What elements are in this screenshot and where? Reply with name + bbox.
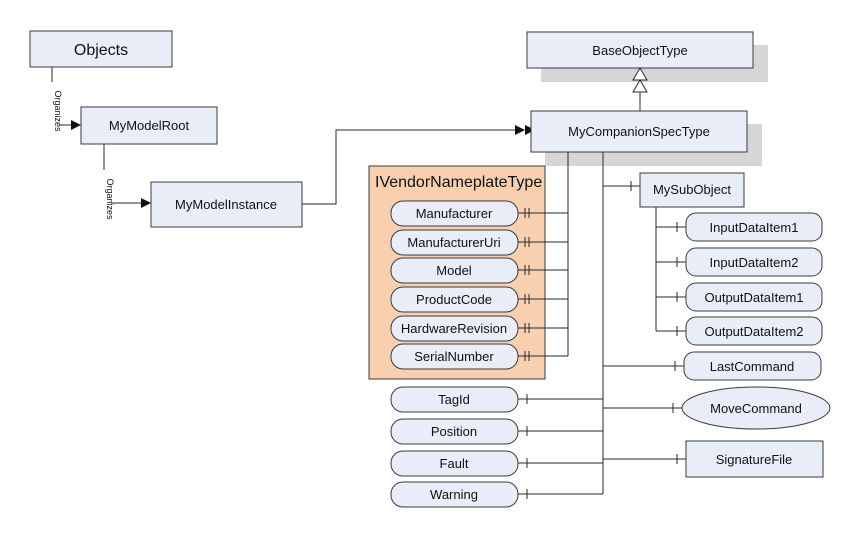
- tag-id-label: TagId: [438, 392, 470, 407]
- my-model-root-label: MyModelRoot: [109, 118, 190, 133]
- input-data-item-1-label: InputDataItem1: [710, 220, 799, 235]
- variable-last-command[interactable]: LastCommand: [683, 351, 822, 381]
- variable-input-data-item-2[interactable]: InputDataItem2: [685, 247, 823, 277]
- objects-label: Objects: [74, 42, 128, 59]
- property-manufacturer[interactable]: Manufacturer: [390, 200, 519, 227]
- base-object-type-label: BaseObjectType: [592, 43, 687, 58]
- property-fault[interactable]: Fault: [390, 450, 519, 477]
- my-companion-spec-type-label: MyCompanionSpecType: [568, 124, 710, 139]
- method-move-command[interactable]: MoveCommand: [681, 386, 831, 430]
- signature-file-label: SignatureFile: [716, 452, 793, 467]
- last-command-label: LastCommand: [710, 359, 795, 374]
- variable-output-data-item-2[interactable]: OutputDataItem2: [685, 316, 823, 346]
- variable-output-data-item-1[interactable]: OutputDataItem1: [685, 282, 823, 312]
- objects-node[interactable]: Objects: [29, 30, 173, 68]
- subtype-connector: [632, 67, 648, 111]
- property-model[interactable]: Model: [390, 257, 519, 284]
- warning-label: Warning: [430, 487, 478, 502]
- my-sub-object-label: MySubObject: [653, 182, 731, 197]
- base-object-type-node[interactable]: BaseObjectType: [526, 31, 768, 82]
- property-product-code[interactable]: ProductCode: [390, 286, 519, 313]
- property-manufacturer-uri[interactable]: ManufacturerUri: [390, 229, 519, 256]
- property-position[interactable]: Position: [390, 418, 519, 445]
- property-warning[interactable]: Warning: [390, 481, 519, 508]
- property-serial-number[interactable]: SerialNumber: [390, 343, 519, 370]
- move-command-label: MoveCommand: [710, 401, 802, 416]
- object-signature-file[interactable]: SignatureFile: [685, 440, 824, 478]
- my-sub-object-node[interactable]: MySubObject: [639, 172, 745, 208]
- model-label: Model: [436, 263, 472, 278]
- fault-label: Fault: [440, 456, 469, 471]
- organizes-connector-2: Organizes: [97, 144, 151, 228]
- variable-input-data-item-1[interactable]: InputDataItem1: [685, 212, 823, 242]
- property-tag-id[interactable]: TagId: [390, 386, 519, 413]
- manufacturer-uri-label: ManufacturerUri: [407, 235, 500, 250]
- manufacturer-label: Manufacturer: [416, 206, 493, 221]
- position-label: Position: [431, 424, 477, 439]
- my-model-instance-node[interactable]: MyModelInstance: [150, 181, 303, 228]
- my-model-instance-label: MyModelInstance: [175, 197, 277, 212]
- interface-property-connectors: [518, 152, 569, 361]
- serial-number-label: SerialNumber: [414, 349, 494, 364]
- sub-object-connectors: [655, 207, 686, 336]
- interface-title: IVendorNameplateType: [375, 174, 542, 191]
- main-component-connectors: [518, 152, 686, 499]
- output-data-item-2-label: OutputDataItem2: [705, 324, 804, 339]
- output-data-item-1-label: OutputDataItem1: [705, 290, 804, 305]
- my-model-root-node[interactable]: MyModelRoot: [80, 106, 218, 145]
- organizes-label-2: Organizes: [105, 178, 115, 220]
- input-data-item-2-label: InputDataItem2: [710, 255, 799, 270]
- hardware-revision-label: HardwareRevision: [401, 321, 507, 336]
- type-definition-connector: [302, 125, 535, 205]
- organizes-label-1: Organizes: [53, 90, 63, 132]
- property-hardware-revision[interactable]: HardwareRevision: [390, 315, 519, 342]
- organizes-connector-1: Organizes: [45, 67, 81, 140]
- product-code-label: ProductCode: [416, 292, 492, 307]
- my-companion-spec-type-node[interactable]: MyCompanionSpecType: [530, 110, 762, 166]
